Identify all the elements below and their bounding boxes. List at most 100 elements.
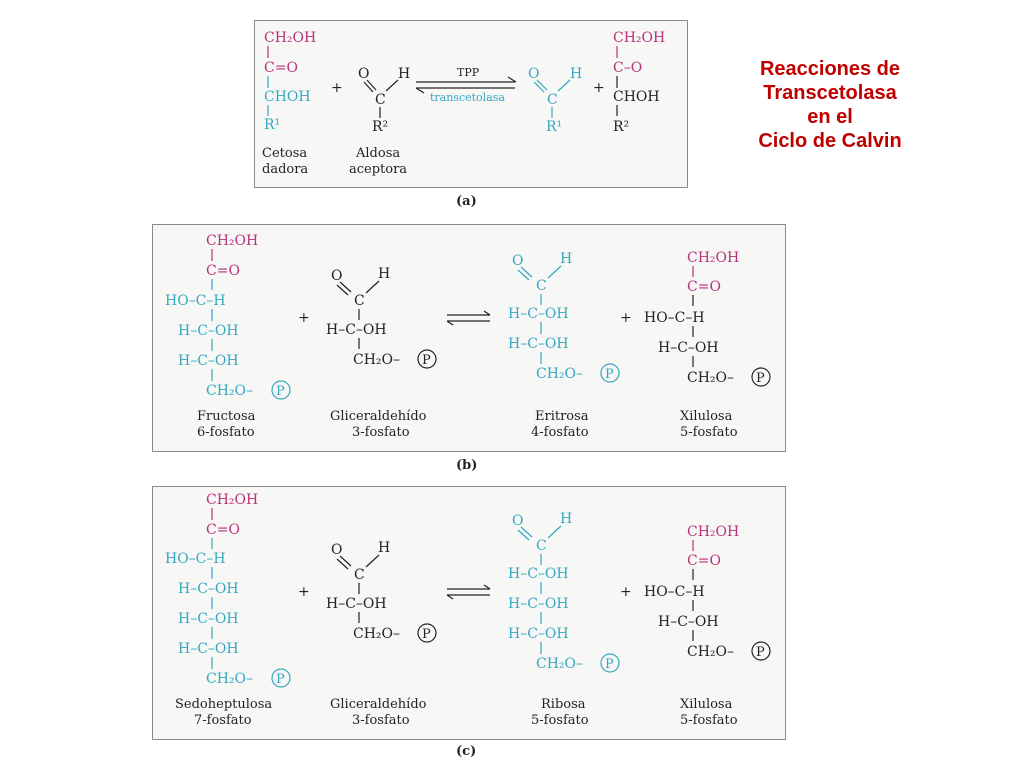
xilulosa-c-row-1: HO–C–H bbox=[644, 584, 705, 600]
gliceraldehido-b-name-2: 3-fosfato bbox=[352, 425, 410, 440]
gliceraldehido-c-h: H bbox=[378, 540, 390, 556]
eritrosa-name-1: Eritrosa bbox=[535, 409, 589, 424]
panel-c bbox=[152, 486, 786, 740]
sedoheptulosa-row-3: H–C–OH bbox=[178, 611, 239, 627]
xilulosa-c-co: C=O bbox=[687, 553, 721, 569]
xilulosa-b-ch2oh: CH₂OH bbox=[687, 250, 739, 266]
arrow-label-tpp: TPP bbox=[457, 66, 480, 79]
product2-co: C–O bbox=[613, 60, 642, 76]
sedoheptulosa-row-2: H–C–OH bbox=[178, 581, 239, 597]
xilulosa-c-row-2: H–C–OH bbox=[658, 614, 719, 630]
sedoheptulosa-row-4: H–C–OH bbox=[178, 641, 239, 657]
xilulosa-c-structure: CH₂OH C=O HO–C–H H–C–OH CH₂O– P Xilulosa… bbox=[644, 524, 771, 728]
ribosa-structure: O H C H–C–OH H–C–OH H–C–OH CH₂O– P Ribos… bbox=[508, 511, 620, 728]
page-title: Reacciones de Transcetolasa en el Ciclo … bbox=[720, 57, 940, 153]
fructosa-p: P bbox=[276, 384, 285, 399]
phosphate-icon bbox=[600, 363, 620, 383]
plus-a2: + bbox=[593, 80, 605, 96]
phosphate-icon bbox=[751, 367, 771, 387]
xilulosa-c-p: P bbox=[756, 645, 765, 660]
gliceraldehido-b-ch2op: CH₂O– bbox=[353, 352, 400, 368]
product1-c: C bbox=[547, 92, 558, 108]
fructosa-row-2: H–C–OH bbox=[178, 323, 239, 339]
eritrosa-c: C bbox=[536, 278, 547, 294]
sedoheptulosa-name-2: 7-fosfato bbox=[194, 713, 252, 728]
sedoheptulosa-name-1: Sedoheptulosa bbox=[175, 697, 272, 712]
eritrosa-row-1: H–C–OH bbox=[508, 306, 569, 322]
fructosa-name-1: Fructosa bbox=[197, 409, 256, 424]
cetosa-name-2: dadora bbox=[262, 162, 308, 177]
gliceraldehido-b-structure: O H C H–C–OH CH₂O– P Gliceraldehído 3-fo… bbox=[326, 266, 437, 440]
ribosa-name-2: 5-fosfato bbox=[531, 713, 589, 728]
aldosa-name-2: aceptora bbox=[349, 162, 407, 177]
ribosa-row-1: H–C–OH bbox=[508, 566, 569, 582]
product2-ch2oh: CH₂OH bbox=[613, 30, 665, 46]
plus-b2: + bbox=[620, 310, 632, 326]
aldosa-name-1: Aldosa bbox=[355, 146, 400, 161]
plus-c2: + bbox=[620, 584, 632, 600]
panel-b-label: (b) bbox=[456, 458, 478, 473]
product1-h: H bbox=[570, 66, 582, 82]
gliceraldehido-b-c: C bbox=[354, 293, 365, 309]
sedoheptulosa-structure: CH₂OH C=O HO–C–H H–C–OH H–C–OH H–C–OH CH… bbox=[165, 492, 291, 728]
arrow-label-transcetolasa: transcetolasa bbox=[430, 91, 505, 104]
ribosa-h: H bbox=[560, 511, 572, 527]
panel-a bbox=[254, 20, 688, 188]
equilibrium-arrow-c bbox=[446, 584, 491, 600]
xilulosa-c-name-1: Xilulosa bbox=[680, 697, 733, 712]
cetosa-r1: R¹ bbox=[264, 117, 280, 133]
sedoheptulosa-row-1: HO–C–H bbox=[165, 551, 226, 567]
product1-r1: R¹ bbox=[546, 119, 562, 135]
gliceraldehido-c-structure: O H C H–C–OH CH₂O– P Gliceraldehído 3-fo… bbox=[326, 540, 437, 728]
xilulosa-b-row-2: H–C–OH bbox=[658, 340, 719, 356]
fructosa-row-3: H–C–OH bbox=[178, 353, 239, 369]
eritrosa-h: H bbox=[560, 251, 572, 267]
phosphate-icon bbox=[271, 380, 291, 400]
fructosa-ch2oh: CH₂OH bbox=[206, 233, 258, 249]
ribosa-o: O bbox=[512, 513, 523, 529]
ribosa-row-3: H–C–OH bbox=[508, 626, 569, 642]
xilulosa-b-ch2op: CH₂O– bbox=[687, 370, 734, 386]
xilulosa-c-name-2: 5-fosfato bbox=[680, 713, 738, 728]
gliceraldehido-c-c: C bbox=[354, 567, 365, 583]
aldosa-r2: R² bbox=[372, 119, 388, 135]
eritrosa-structure: O H C H–C–OH H–C–OH CH₂O– P Eritrosa 4-f… bbox=[508, 251, 620, 440]
eritrosa-ch2op: CH₂O– bbox=[536, 366, 583, 382]
phosphate-icon bbox=[417, 623, 437, 643]
eritrosa-row-2: H–C–OH bbox=[508, 336, 569, 352]
xilulosa-b-co: C=O bbox=[687, 279, 721, 295]
plus-c1: + bbox=[298, 584, 310, 600]
aldosa-c: C bbox=[375, 92, 386, 108]
gliceraldehido-c-o: O bbox=[331, 542, 342, 558]
cetosa-choh: CHOH bbox=[264, 89, 311, 105]
xilulosa-b-name-1: Xilulosa bbox=[680, 409, 733, 424]
ribosa-name-1: Ribosa bbox=[541, 697, 586, 712]
cetosa-name-1: Cetosa bbox=[262, 146, 307, 161]
sedoheptulosa-ch2op: CH₂O– bbox=[206, 671, 253, 687]
sedoheptulosa-ch2oh: CH₂OH bbox=[206, 492, 258, 508]
fructosa-ch2op: CH₂O– bbox=[206, 383, 253, 399]
plus-a1: + bbox=[331, 80, 343, 96]
product2-choh: CHOH bbox=[613, 89, 660, 105]
gliceraldehido-b-row-1: H–C–OH bbox=[326, 322, 387, 338]
xilulosa-b-p: P bbox=[756, 371, 765, 386]
gliceraldehido-c-p: P bbox=[422, 627, 431, 642]
xilulosa-c-ch2op: CH₂O– bbox=[687, 644, 734, 660]
eritrosa-o: O bbox=[512, 253, 523, 269]
ribosa-ch2op: CH₂O– bbox=[536, 656, 583, 672]
gliceraldehido-c-row-1: H–C–OH bbox=[326, 596, 387, 612]
cetosa-ch2oh: CH₂OH bbox=[264, 30, 316, 46]
ribosa-p: P bbox=[605, 657, 614, 672]
fructosa-structure: CH₂OH C=O HO–C–H H–C–OH H–C–OH CH₂O– P F… bbox=[165, 233, 291, 440]
gliceraldehido-c-name-1: Gliceraldehído bbox=[330, 697, 427, 712]
title-line-4: Ciclo de Calvin bbox=[758, 130, 902, 152]
xilulosa-b-row-1: HO–C–H bbox=[644, 310, 705, 326]
sedoheptulosa-co: C=O bbox=[206, 522, 240, 538]
gliceraldehido-b-p: P bbox=[422, 353, 431, 368]
phosphate-icon bbox=[600, 653, 620, 673]
panel-a-label: (a) bbox=[456, 194, 477, 209]
equilibrium-arrow-b bbox=[446, 310, 491, 326]
fructosa-name-2: 6-fosfato bbox=[197, 425, 255, 440]
product2-r2: R² bbox=[613, 119, 629, 135]
